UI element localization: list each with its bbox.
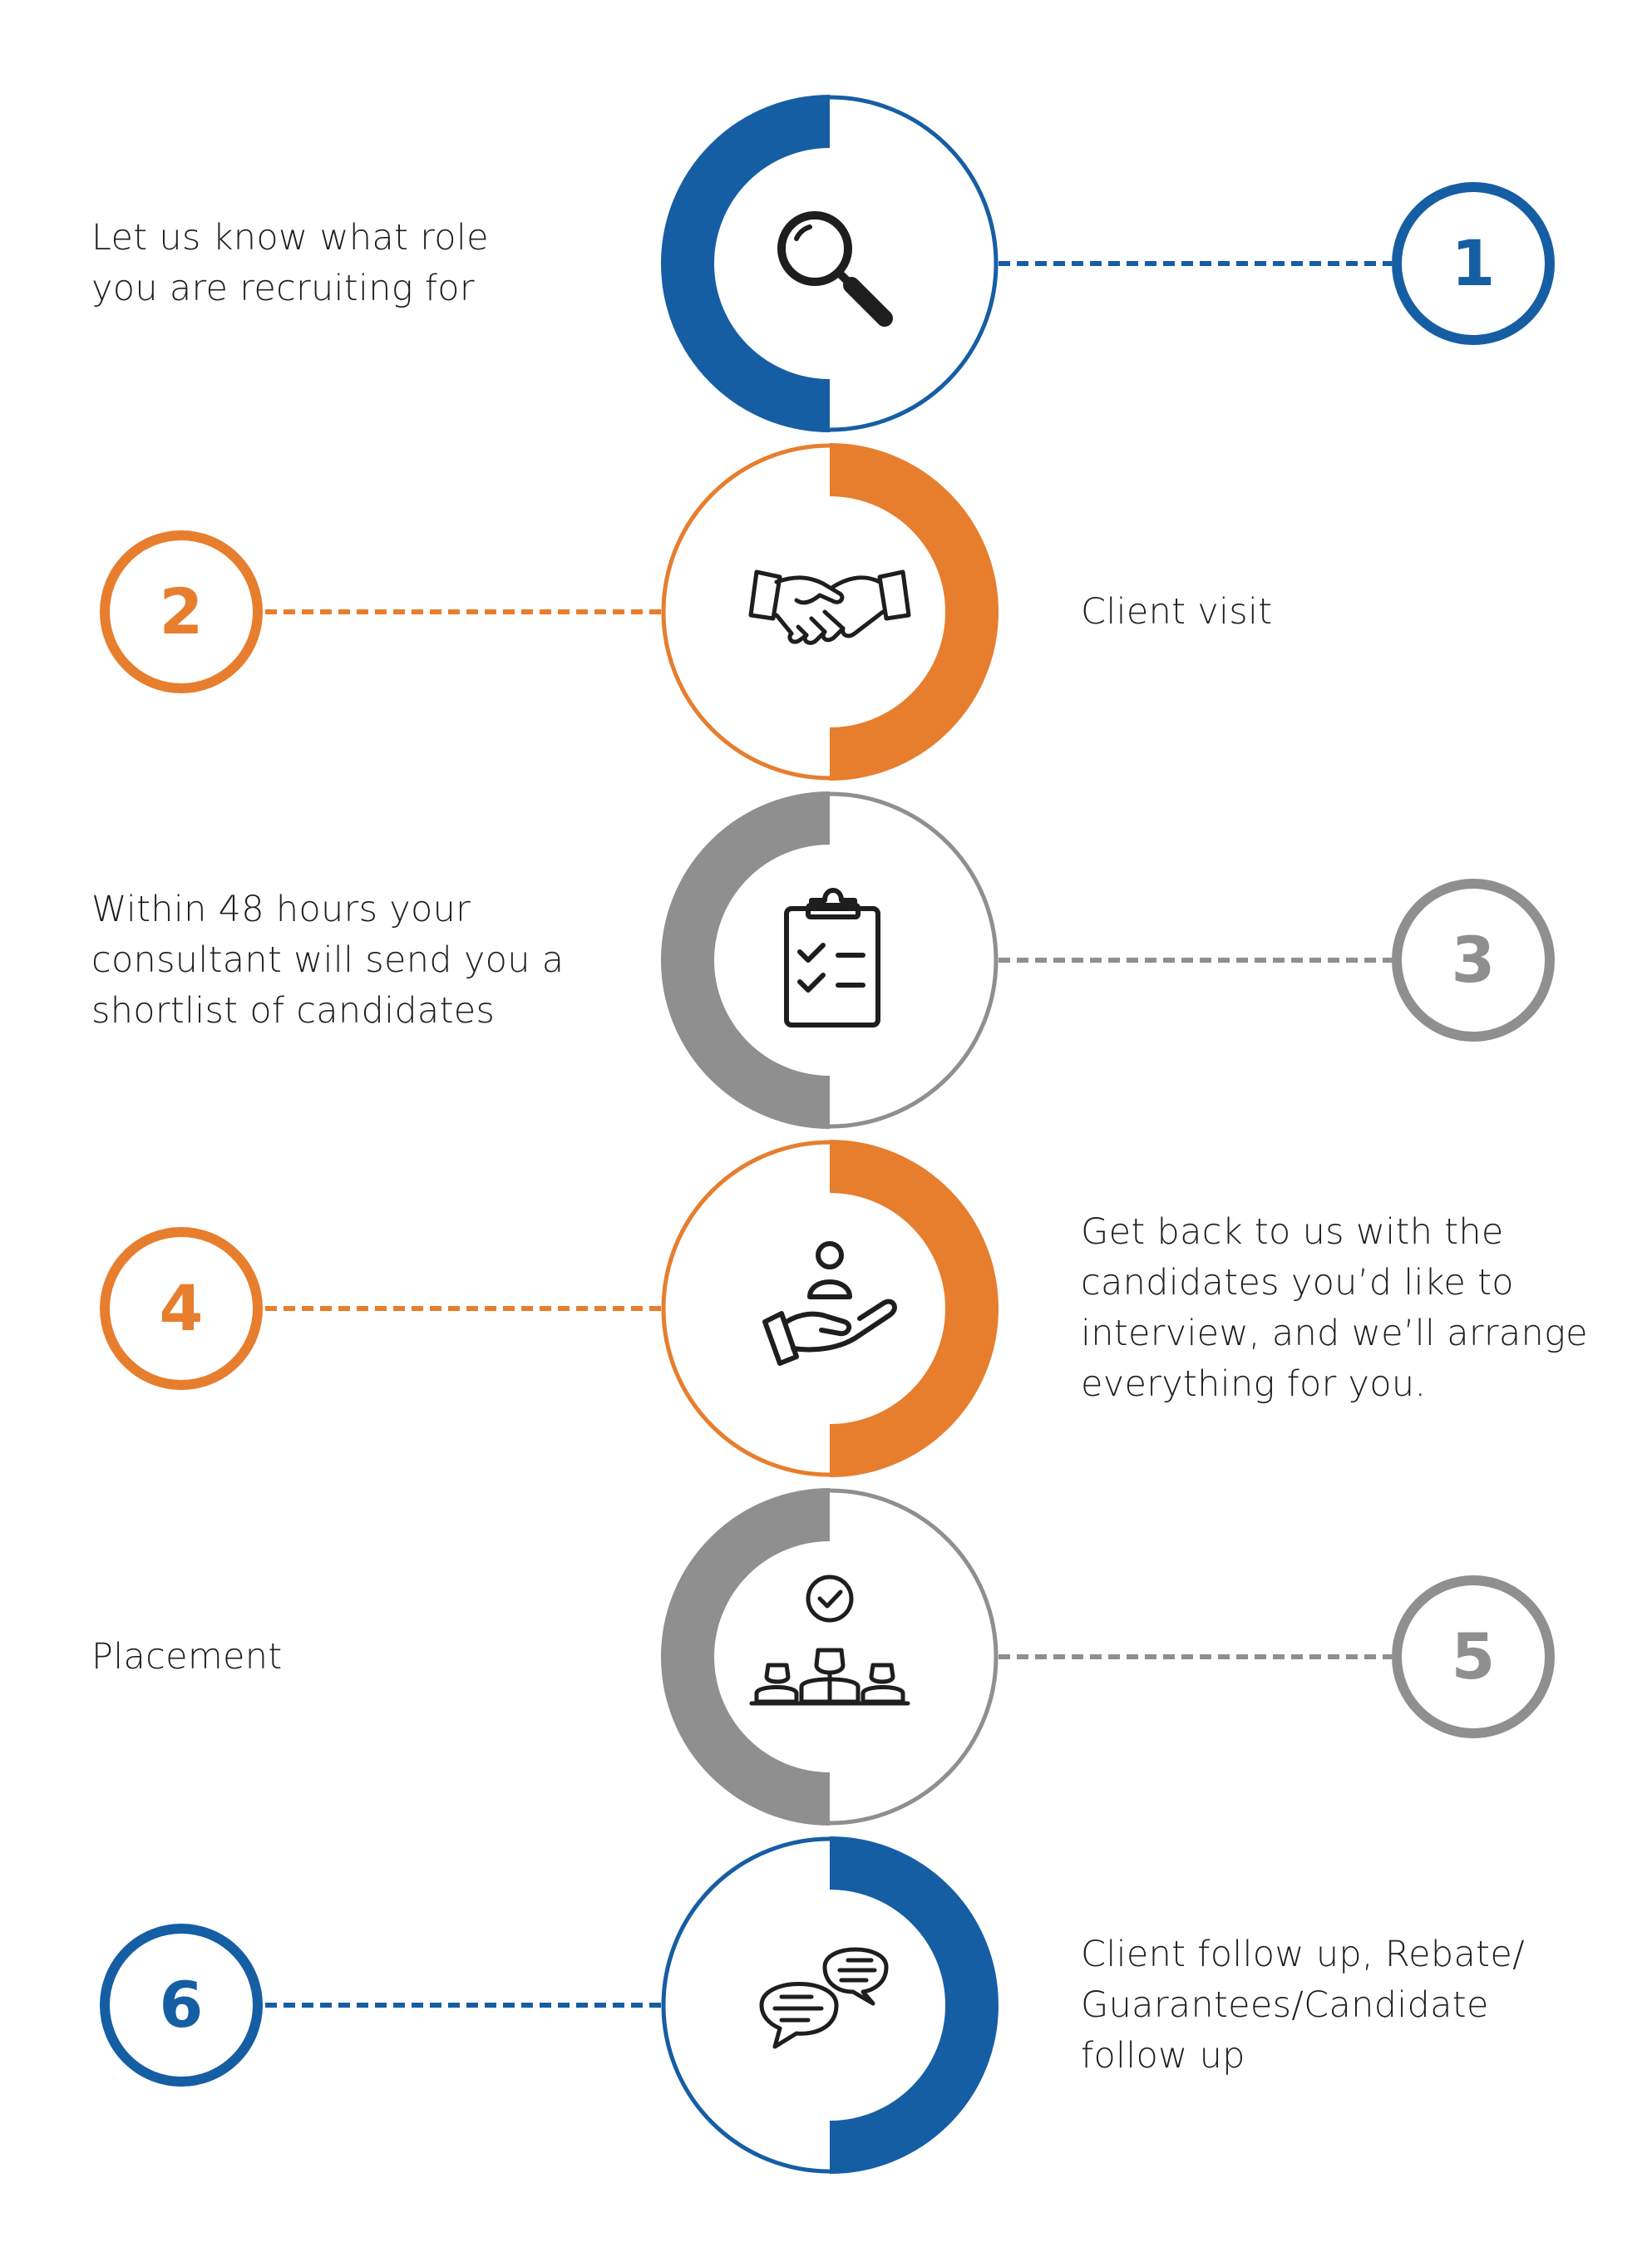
step-description: Let us know what role you are recruiting … xyxy=(91,213,489,314)
step-ring xyxy=(661,1836,999,2174)
step-number-circle xyxy=(1392,182,1555,345)
step-description: Client visit xyxy=(1081,587,1272,638)
step-ring xyxy=(661,443,999,781)
step-arc xyxy=(829,1140,999,1477)
step-arc xyxy=(661,791,831,1129)
step-number: 3 xyxy=(1452,923,1496,997)
handshake-icon xyxy=(751,572,909,643)
step-ring xyxy=(661,95,999,432)
step-number: 1 xyxy=(1452,226,1496,300)
step-number: 5 xyxy=(1452,1619,1496,1693)
step-description-line: candidates you’d like to xyxy=(1081,1262,1514,1304)
step-description-line: Placement xyxy=(91,1635,283,1678)
step-number: 2 xyxy=(160,574,204,648)
step-number-circle xyxy=(100,530,263,693)
step-description-line: you are recruiting for xyxy=(91,268,475,309)
step-description-line: shortlist of candidates xyxy=(91,989,496,1032)
step-2: 2 xyxy=(100,443,999,781)
hand-person-icon xyxy=(765,1244,895,1363)
step-ring xyxy=(661,1140,999,1477)
chat-bubbles-icon xyxy=(762,1949,886,2047)
clipboard-checklist-icon xyxy=(787,890,878,1025)
step-number-circle xyxy=(100,1227,263,1390)
step-number: 6 xyxy=(160,1968,204,2042)
step-arc xyxy=(829,443,999,781)
step-description-line: Client follow up, Rebate/ xyxy=(1081,1933,1525,1975)
step-description: Within 48 hours your consultant will send… xyxy=(91,885,564,1037)
team-check-icon xyxy=(752,1577,908,1703)
step-number: 4 xyxy=(160,1271,204,1345)
step-description-line: interview, and we’ll arrange xyxy=(1081,1313,1588,1354)
search-icon xyxy=(782,215,885,318)
step-arc xyxy=(661,1488,831,1826)
step-5: 5 xyxy=(661,1488,1555,1826)
step-description: Client follow up, Rebate/Guarantees/Cand… xyxy=(1081,1929,1525,2082)
step-ring xyxy=(661,1488,999,1826)
step-description-line: follow up xyxy=(1081,2034,1245,2077)
step-description-line: Guarantees/Candidate xyxy=(1081,1984,1489,2026)
step-4: 4 xyxy=(100,1140,999,1477)
step-arc xyxy=(829,1836,999,2174)
step-number-circle xyxy=(1392,879,1555,1042)
step-description-line: Let us know what role xyxy=(91,217,489,259)
step-description-line: Within 48 hours your xyxy=(91,888,471,930)
step-number-circle xyxy=(100,1924,263,2087)
step-description-line: consultant will send you a xyxy=(91,939,565,981)
step-description-line: everything for you. xyxy=(1081,1363,1427,1405)
step-3: 3 xyxy=(661,791,1555,1129)
step-number-circle xyxy=(1392,1575,1555,1738)
step-6: 6 xyxy=(100,1836,999,2174)
step-description: Placement xyxy=(91,1632,282,1683)
step-1: 1 xyxy=(661,95,1555,432)
step-arc xyxy=(661,95,831,432)
step-description-line: Get back to us with the xyxy=(1081,1211,1504,1253)
step-ring xyxy=(661,791,999,1129)
step-description: Get back to us with the candidates you’d … xyxy=(1081,1207,1588,1410)
step-description-line: Client visit xyxy=(1081,590,1273,633)
